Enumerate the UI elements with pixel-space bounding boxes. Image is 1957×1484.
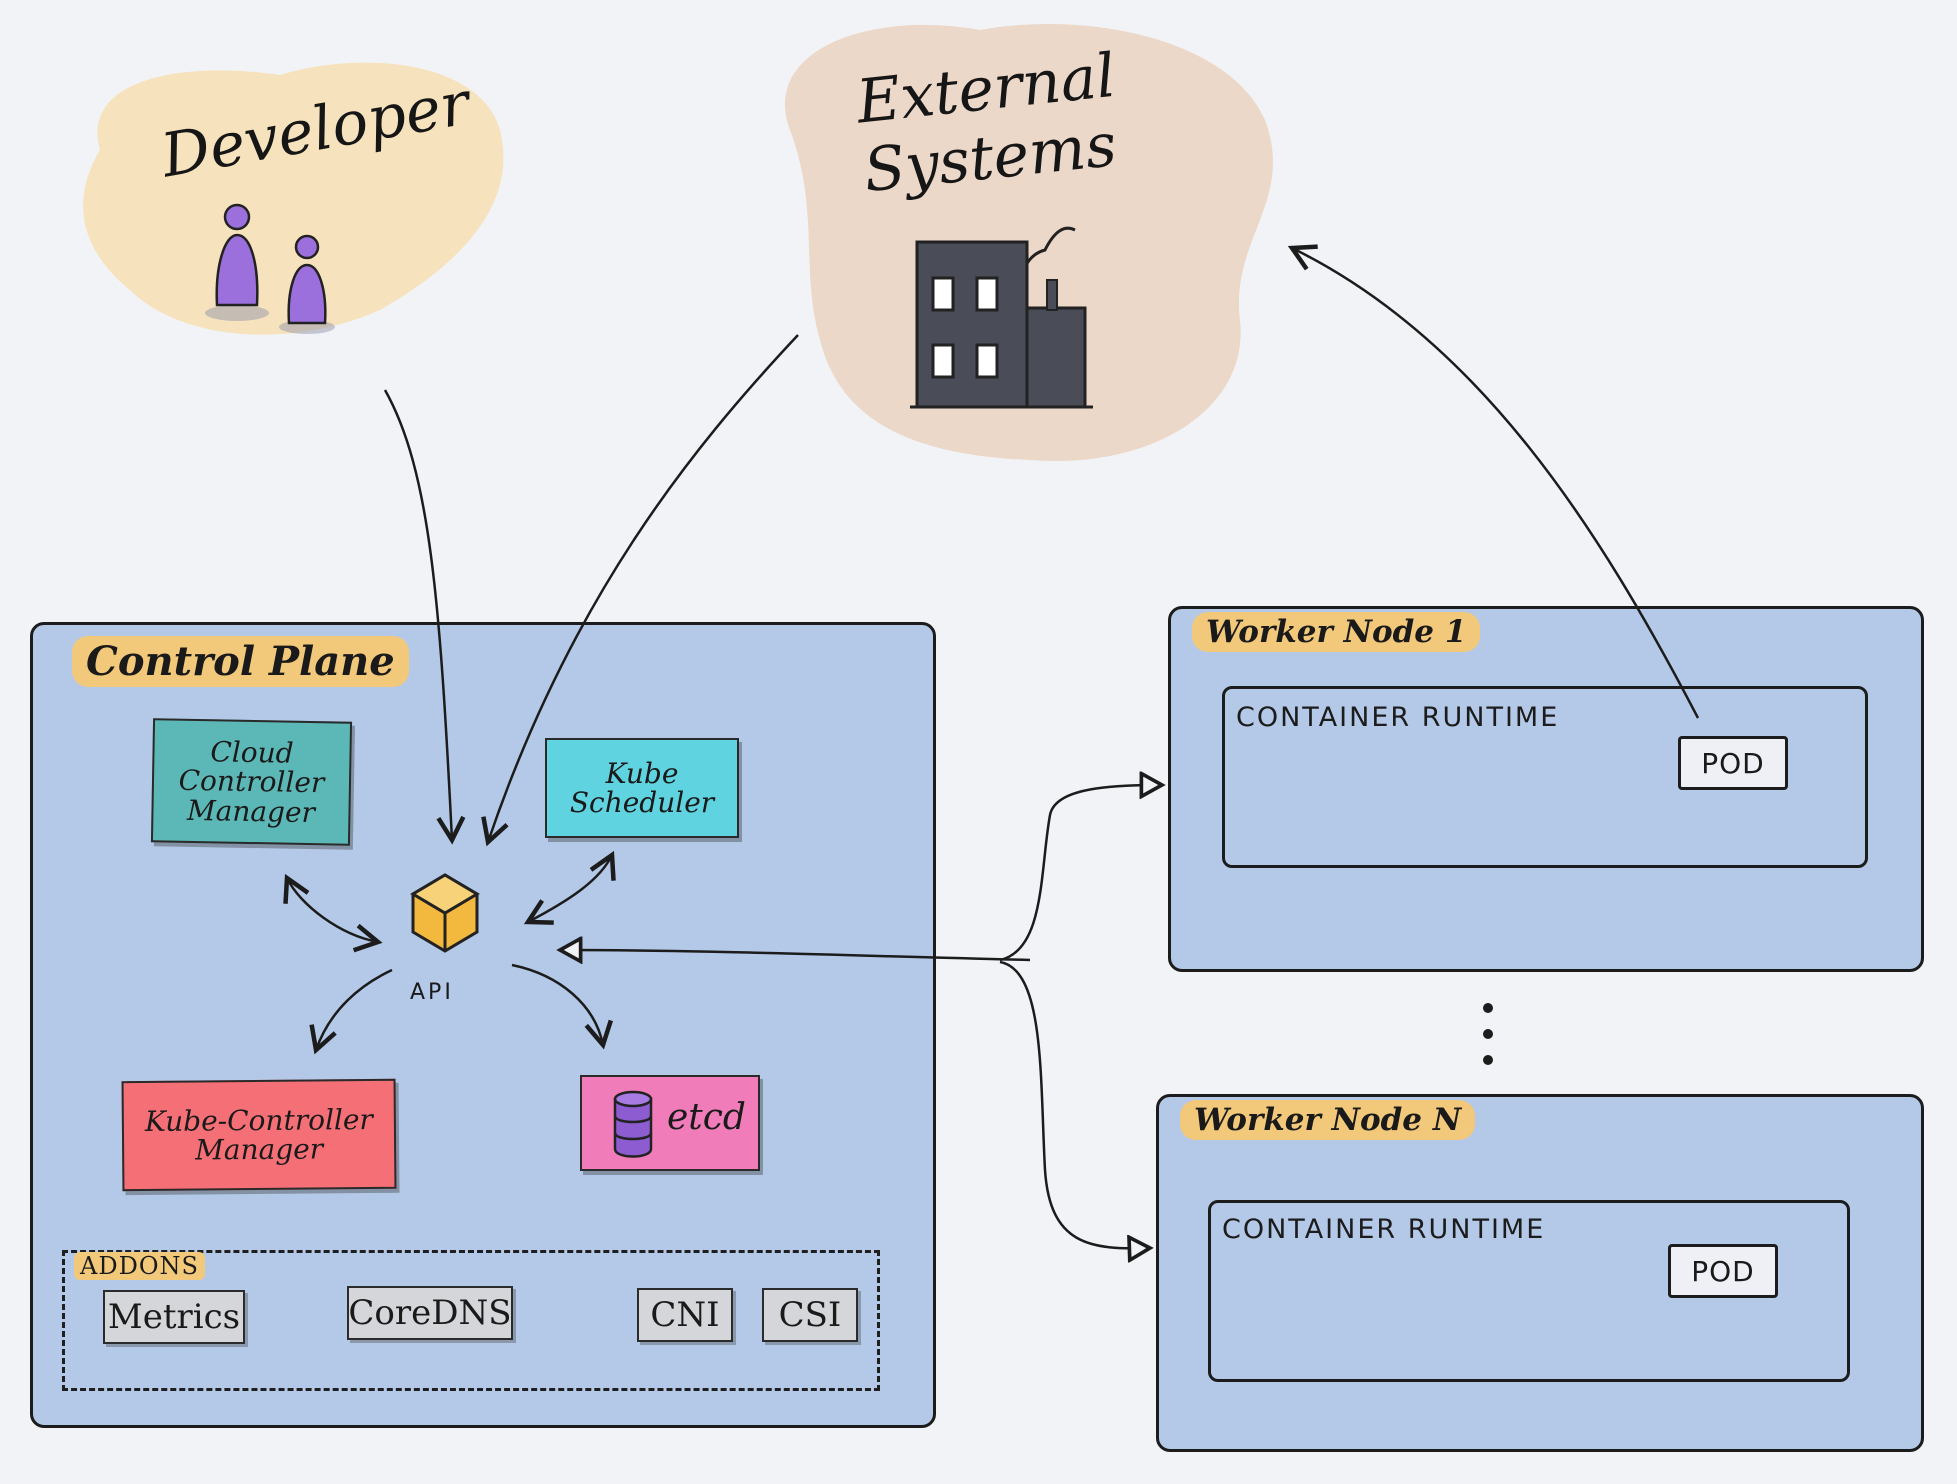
api-cube-icon (410, 873, 480, 953)
worker-node-1-container-runtime (1222, 686, 1868, 868)
arrow-api-scheduler (523, 850, 616, 925)
addon-metrics: Metrics (103, 1290, 245, 1344)
arrow-pod-to-external (1287, 244, 1700, 719)
external-systems-cloud (784, 24, 1273, 462)
arrow-to-worker-node-n (999, 960, 1150, 1248)
database-icon (613, 1090, 653, 1158)
developer-people-icon (205, 203, 335, 334)
addon-cni: CNI (637, 1288, 733, 1342)
factory-icon (910, 226, 1093, 409)
arrow-api-cloud-controller (283, 873, 383, 953)
control-plane-title: Control Plane (72, 636, 409, 687)
kube-scheduler-label: Kube Scheduler (569, 756, 715, 819)
addon-csi: CSI (762, 1288, 858, 1342)
more-nodes-ellipsis-icon (1483, 1003, 1493, 1065)
worker-node-n-runtime-label: CONTAINER RUNTIME (1222, 1214, 1546, 1245)
arrow-api-etcd (511, 963, 613, 1050)
worker-node-1-title: Worker Node 1 (1192, 612, 1481, 652)
etcd-box: etcd (580, 1075, 760, 1171)
worker-node-n-container-runtime (1208, 1200, 1850, 1382)
arrow-api-kube-controller (309, 968, 393, 1055)
addons-title: ADDONS (74, 1252, 205, 1280)
api-label: API (410, 980, 454, 1005)
arrow-nodes-to-api (560, 950, 1031, 960)
etcd-label: etcd (667, 1097, 746, 1138)
kube-scheduler-box: Kube Scheduler (545, 738, 739, 838)
addons-group (62, 1250, 880, 1391)
worker-node-1-runtime-label: CONTAINER RUNTIME (1236, 702, 1560, 733)
developer-cloud (83, 62, 504, 335)
worker-node-n-pod: POD (1668, 1244, 1778, 1298)
addon-coredns: CoreDNS (347, 1286, 513, 1340)
worker-node-1-panel (1168, 606, 1924, 972)
worker-node-n-title: Worker Node N (1180, 1100, 1476, 1140)
worker-node-n-panel (1156, 1094, 1924, 1452)
arrow-to-worker-node-1 (999, 785, 1162, 962)
arrow-external-to-api (481, 334, 799, 847)
arrow-developer-to-api (383, 389, 466, 845)
worker-node-1-pod: POD (1678, 736, 1788, 790)
